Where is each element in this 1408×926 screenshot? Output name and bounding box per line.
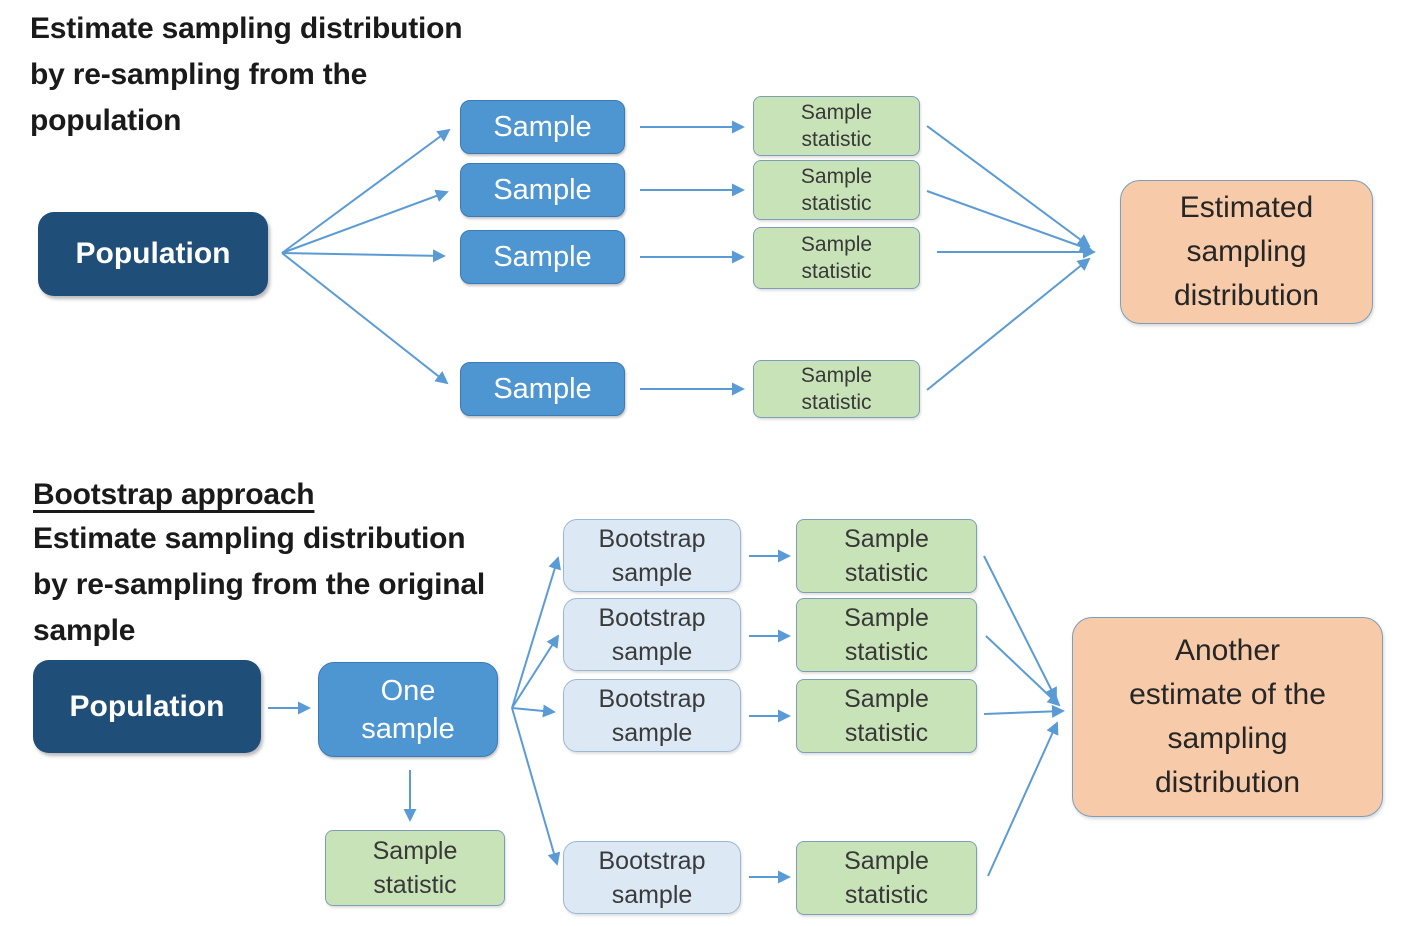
arrow-statistic-2-to-result	[926, 190, 1093, 253]
top-panel-heading: Estimate sampling distribution by re-sam…	[30, 12, 463, 137]
sample-statistic-box: Sample statistic	[796, 841, 977, 915]
population-box: Population	[38, 212, 268, 296]
arrow-population-to-sample-1	[281, 128, 451, 254]
bottom-panel-heading: Estimate sampling distribution by re-sam…	[33, 522, 485, 647]
estimated-sampling-distribution-box: Estimated sampling distribution	[1120, 180, 1373, 324]
sample-box: Sample	[460, 230, 625, 284]
bootstrap-sample-box: Bootstrap sample	[563, 841, 741, 914]
population-box: Population	[33, 660, 261, 753]
arrow-bstatistic-2-to-result	[985, 635, 1061, 707]
sample-statistic-box: Sample statistic	[753, 160, 920, 220]
sample-statistic-box: Sample statistic	[753, 227, 920, 289]
sample-statistic-box: Sample statistic	[796, 679, 977, 753]
arrow-statistic-1-to-result	[926, 125, 1091, 248]
sample-statistic-box: Sample statistic	[753, 96, 920, 156]
arrow-bstatistic-3-to-result	[983, 704, 1065, 718]
sample-box: Sample	[460, 163, 625, 217]
arrow-population-to-sample-3	[281, 249, 446, 263]
another-estimate-box: Another estimate of the sampling distrib…	[1072, 617, 1383, 817]
arrow-statistic-4-to-result	[926, 257, 1091, 391]
arrow-one-sample-to-bootstrap-2	[511, 634, 560, 709]
sample-statistic-box: Sample statistic	[325, 830, 505, 906]
sample-statistic-box: Sample statistic	[796, 519, 977, 593]
bootstrap-sample-box: Bootstrap sample	[563, 598, 741, 671]
sample-statistic-box: Sample statistic	[753, 360, 920, 418]
arrow-bstatistic-1-to-result	[983, 555, 1057, 701]
arrow-one-sample-to-bootstrap-3	[511, 704, 556, 718]
bootstrap-sample-box: Bootstrap sample	[563, 679, 741, 752]
bootstrap-approach-title: Bootstrap approach	[33, 478, 315, 511]
one-sample-box: One sample	[318, 662, 498, 757]
sample-box: Sample	[460, 362, 625, 416]
bootstrap-sample-box: Bootstrap sample	[563, 519, 741, 592]
arrow-one-sample-to-bootstrap-4	[511, 707, 561, 866]
sample-statistic-box: Sample statistic	[796, 598, 977, 672]
arrow-one-sample-to-bootstrap-1	[511, 556, 561, 709]
arrow-population-to-sample-2	[281, 189, 449, 254]
sample-box: Sample	[460, 100, 625, 154]
arrow-population-to-sample-4	[281, 252, 449, 385]
arrow-bstatistic-4-to-result	[987, 721, 1059, 877]
